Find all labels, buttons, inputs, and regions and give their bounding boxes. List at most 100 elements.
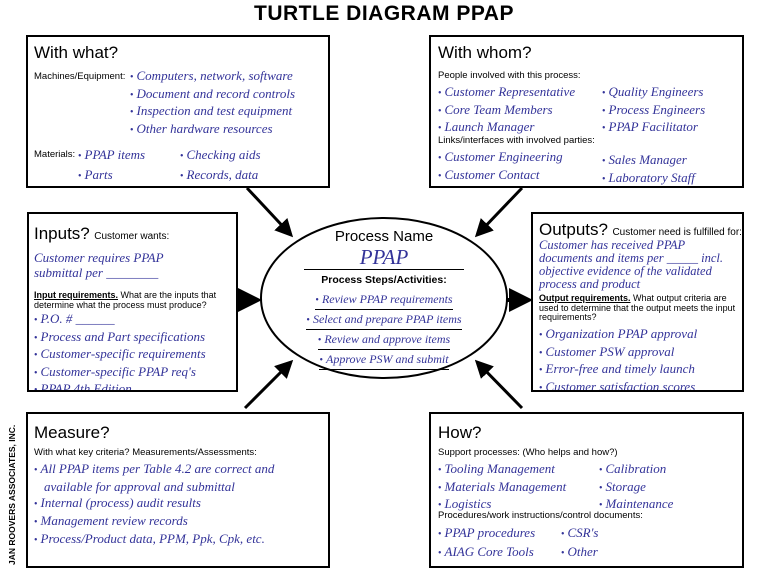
input-item: •PPAP 4th Edition (34, 381, 206, 392)
link-item-text: Laboratory Staff (608, 169, 695, 185)
outputs-box: Outputs? Customer need is fulfilled for:… (531, 212, 744, 392)
measure-item: •Process/Product data, PPM, Ppk, Cpk, et… (34, 531, 324, 549)
bullet-icon: • (34, 535, 38, 546)
process-step: •Review and approve items (317, 331, 451, 350)
bullet-icon: • (315, 295, 319, 306)
bullet-icon: • (539, 365, 543, 376)
machine-item: •Inspection and test equipment (130, 103, 295, 121)
bullet-icon: • (438, 529, 442, 540)
process-step-row: •Select and prepare PPAP items (270, 310, 498, 330)
people-list-2: •Quality Engineers •Process Engineers •PPA… (602, 84, 705, 137)
people-item: •Quality Engineers (602, 84, 705, 102)
machines-label: Machines/Equipment: (34, 71, 126, 82)
material-item: •Checking aids (180, 146, 261, 166)
input-requirements-text: What are the inputs that determine what … (34, 290, 217, 310)
measure-item-text: Management review records (40, 513, 188, 528)
machine-item: •Other hardware resources (130, 121, 295, 139)
link-item: •Laboratory Staff (602, 169, 695, 187)
people-item-text: Quality Engineers (608, 84, 704, 99)
how-box: How? Support processes: (Who helps and h… (429, 412, 744, 568)
material-item: •Records, data (180, 166, 261, 186)
support-list-2: •Calibration•Storage•Maintenance (599, 461, 673, 514)
people-item-text: Core Team Members (444, 101, 553, 117)
process-center: Process Name PPAP Process Steps/Activiti… (270, 228, 498, 370)
input-item: •Process and Part specifications (34, 329, 206, 347)
outputs-heading: Outputs? (539, 220, 608, 239)
materials-label: Materials: (34, 149, 76, 160)
support-item-text: Storage (605, 478, 646, 494)
people-item: •PPAP Facilitator (602, 119, 705, 137)
procedure-item: •AIAG Core Tools (438, 543, 535, 562)
support-item: •Maintenance (599, 496, 673, 514)
bullet-icon: • (539, 347, 543, 359)
bullet-icon: • (34, 385, 38, 392)
inputs-box: Inputs? Customer wants: Customer require… (27, 212, 238, 392)
output-item: •Customer PSW approval (539, 344, 697, 362)
bullet-icon: • (539, 330, 543, 341)
bullet-icon: • (438, 482, 442, 494)
bullet-icon: • (34, 367, 38, 379)
bullet-icon: • (34, 465, 38, 476)
people-item-text: PPAP Facilitator (608, 119, 698, 134)
with-what-box: With what? Machines/Equipment: •Computer… (26, 35, 330, 188)
bullet-icon: • (438, 500, 442, 511)
process-step-text: Review and approve items (324, 332, 451, 346)
people-item: •Core Team Members (438, 102, 575, 120)
bullet-icon: • (438, 153, 442, 164)
people-list-1: •Customer Representative•Core Team Membe… (438, 84, 575, 137)
side-credit: JAN ROOVERS ASSOCIATES, INC. (7, 425, 17, 565)
procedure-item: •PPAP procedures (438, 524, 535, 543)
input-item-text: P.O. # ______ (40, 311, 115, 326)
process-step-text: Approve PSW and submit (325, 352, 449, 366)
bullet-icon: • (306, 315, 310, 326)
arrow-measure (243, 359, 294, 410)
output-item-text: Organization PPAP approval (545, 326, 698, 341)
measure-heading: Measure? (34, 423, 110, 442)
arrow-with-whom (474, 186, 524, 238)
outputs-list: •Organization PPAP approval•Customer PSW… (539, 326, 698, 392)
links-list-2: •Sales Manager•Laboratory Staff (602, 152, 695, 187)
procedures-list-1: •PPAP procedures•AIAG Core Tools (438, 524, 535, 562)
process-name-label: Process Name (334, 228, 434, 245)
bullet-icon: • (602, 105, 606, 117)
output-requirements: Output requirements. What output criteri… (539, 293, 742, 323)
process-step-text: Select and prepare PPAP items (312, 312, 462, 326)
input-requirements: Input requirements. What are the inputs … (34, 290, 236, 310)
people-item: •Launch Manager (438, 119, 575, 137)
measure-sub: With what key criteria? Measurements/Ass… (34, 447, 257, 458)
materials-list-2: •Checking aids•Records, data (180, 146, 261, 186)
link-item-text: Sales Manager (608, 152, 687, 167)
procedure-item-text: CSR's (567, 525, 599, 540)
links-list-1: •Customer Engineering•Customer Contact (438, 149, 563, 184)
material-item-text: Parts (84, 167, 113, 182)
process-step-row: •Review PPAP requirements (270, 290, 498, 310)
support-item: •Logistics (438, 496, 566, 514)
output-item-text: Customer satisfaction scores (545, 378, 696, 392)
process-steps: •Review PPAP requirements•Select and pre… (270, 290, 498, 370)
measure-item: •All PPAP items per Table 4.2 are correc… (34, 461, 324, 495)
link-item: •Sales Manager (602, 152, 695, 170)
how-heading: How? (438, 423, 482, 442)
bullet-icon: • (130, 107, 134, 118)
bullet-icon: • (34, 517, 38, 528)
process-step-row: •Approve PSW and submit (270, 350, 498, 370)
people-item-text: Process Engineers (608, 101, 706, 117)
process-name: PPAP (304, 246, 464, 270)
inputs-wants: Customer requires PPAP submittal per ___… (34, 250, 164, 280)
input-item: •Customer-specific requirements (34, 346, 206, 364)
inputs-heading-sub: Customer wants: (94, 231, 170, 242)
measure-box: Measure? With what key criteria? Measure… (26, 412, 330, 568)
output-item-text: Error-free and timely launch (545, 361, 695, 376)
support-item: •Calibration (599, 461, 673, 479)
bullet-icon: • (34, 499, 38, 510)
people-label: People involved with this process: (438, 70, 581, 81)
procedures-list-2: •CSR's•Other (561, 524, 598, 562)
input-item-text: Customer-specific requirements (40, 346, 206, 361)
side-credit-text: JAN ROOVERS ASSOCIATES, INC. (7, 425, 17, 565)
machine-item: •Computers, network, software (130, 68, 295, 86)
link-item: •Customer Engineering (438, 149, 563, 167)
bullet-icon: • (130, 89, 134, 101)
machine-item-text: Other hardware resources (136, 120, 273, 136)
bullet-icon: • (438, 465, 442, 476)
bullet-icon: • (319, 355, 323, 366)
